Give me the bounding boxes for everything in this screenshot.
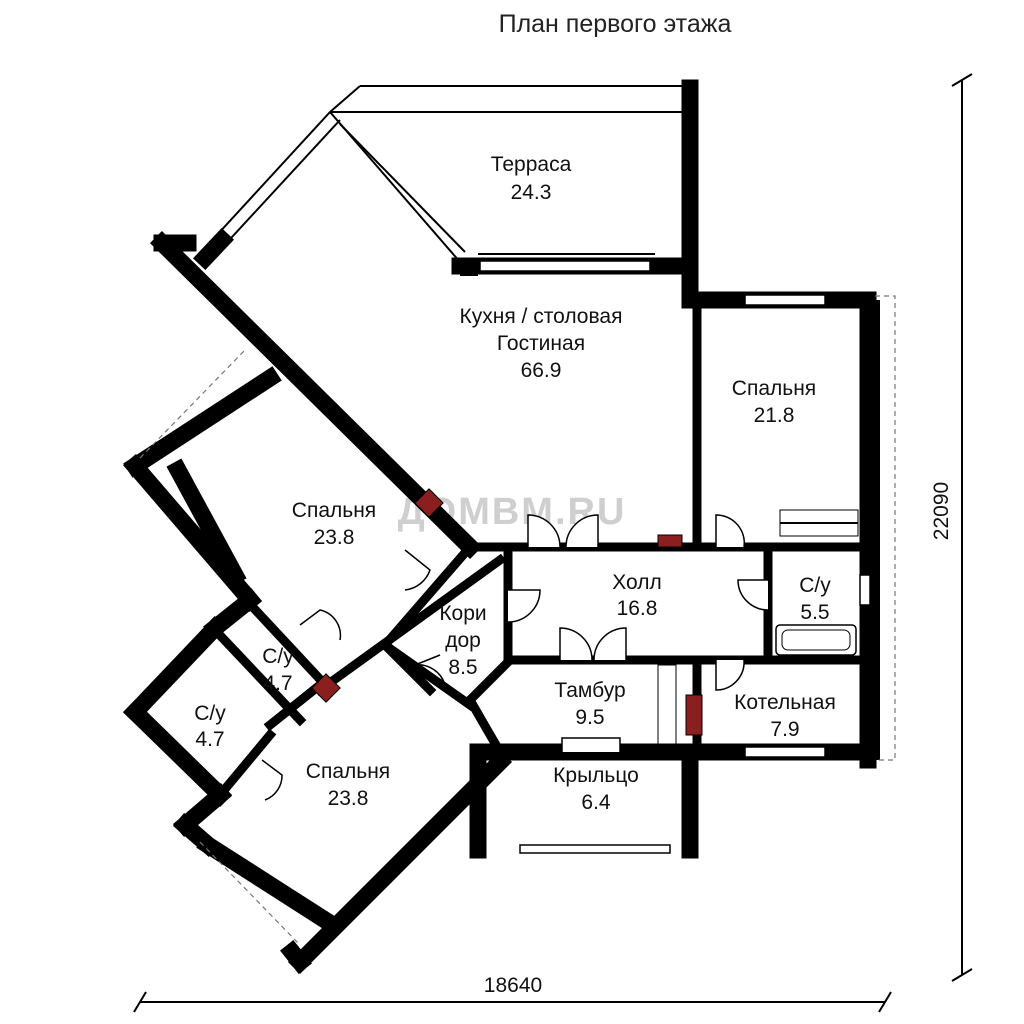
doors — [261, 514, 769, 801]
room-bedroom-ne-area: 21.8 — [754, 404, 795, 427]
room-terrace-name: Терраса — [491, 153, 572, 176]
room-labels: Терраса 24.3 Кухня / столовая Гостиная 6… — [194, 153, 836, 814]
room-vestibule-name: Тамбур — [554, 679, 625, 702]
plan-title: План первого этажа — [499, 10, 732, 38]
closet-vestibule — [657, 664, 677, 748]
room-hall-area: 16.8 — [617, 597, 658, 620]
room-bath-e-area: 5.5 — [800, 601, 829, 624]
room-bedroom-sw-name: Спальня — [306, 760, 390, 783]
room-bedroom-ne-name: Спальня — [732, 377, 816, 400]
room-corridor-area: 8.5 — [448, 656, 477, 679]
room-porch-name: Крыльцо — [553, 764, 639, 787]
dashed-outlines — [139, 295, 896, 946]
room-hall-name: Холл — [612, 571, 662, 594]
room-kitchen-area: 66.9 — [521, 359, 562, 382]
dimension-height: 22090 — [930, 73, 973, 982]
room-bedroom-w-area: 23.8 — [314, 526, 355, 549]
room-terrace-area: 24.3 — [511, 181, 552, 204]
room-bath-1-area: 4.7 — [263, 672, 292, 695]
room-corridor-name: Кори — [439, 602, 486, 625]
room-corridor-name2: дор — [445, 629, 481, 652]
windows — [479, 260, 871, 854]
dimension-width-label: 18640 — [484, 974, 542, 997]
room-kitchen-name2: Гостиная — [497, 332, 585, 355]
room-boiler-name: Котельная — [734, 691, 836, 714]
room-boiler-area: 7.9 — [770, 718, 799, 741]
dimension-width: 18640 — [133, 974, 892, 1013]
dimension-height-label: 22090 — [930, 482, 953, 540]
terrace-outline — [204, 85, 690, 263]
room-bath-e-name: С/у — [799, 574, 831, 597]
closet-ne — [779, 509, 859, 537]
room-bedroom-sw-area: 23.8 — [328, 787, 369, 810]
room-vestibule-area: 9.5 — [575, 706, 604, 729]
room-kitchen-name: Кухня / столовая — [460, 305, 623, 328]
room-porch-area: 6.4 — [581, 791, 611, 814]
chimneys — [311, 488, 703, 736]
room-bedroom-w-name: Спальня — [292, 499, 376, 522]
bathtub — [775, 624, 857, 656]
room-bath-2-name: С/у — [194, 702, 226, 725]
room-bath-1-name: С/у — [262, 645, 294, 668]
room-bath-2-area: 4.7 — [195, 728, 224, 751]
